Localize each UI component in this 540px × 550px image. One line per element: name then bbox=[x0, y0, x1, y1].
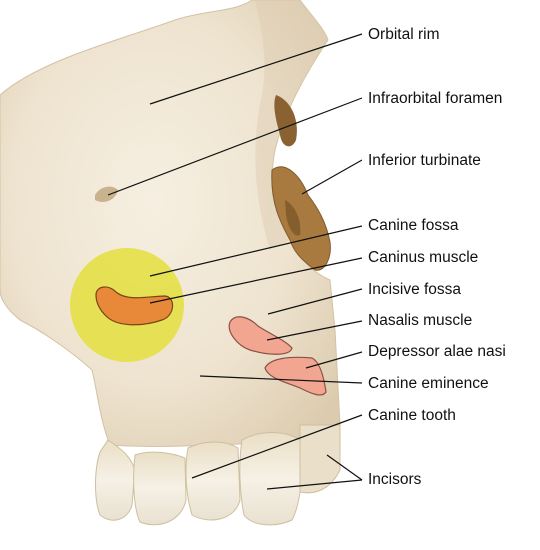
nasalis-muscle-shape bbox=[228, 316, 293, 355]
leader-lines bbox=[107, 33, 363, 490]
leader-canine-eminence bbox=[199, 375, 363, 384]
label-incisors: Incisors bbox=[368, 471, 422, 488]
leader-incisors-lower bbox=[266, 479, 363, 490]
label-canine-fossa: Canine fossa bbox=[368, 217, 459, 234]
leader-incisors-upper bbox=[326, 454, 363, 481]
leader-depressor-alae-nasi bbox=[305, 351, 363, 369]
tooth-incisor-lateral bbox=[185, 441, 241, 521]
label-canine-tooth: Canine tooth bbox=[368, 407, 456, 424]
bone-shading bbox=[255, 0, 328, 250]
leader-caninus-muscle bbox=[149, 257, 363, 304]
leader-incisive-fossa bbox=[267, 288, 363, 315]
tooth-premolar bbox=[133, 451, 187, 526]
infraorbital-foramen-hole bbox=[95, 186, 118, 202]
label-orbital-rim: Orbital rim bbox=[368, 26, 440, 43]
label-canine-eminence: Canine eminence bbox=[368, 375, 489, 392]
label-depressor-alae-nasi: Depressor alae nasi bbox=[368, 343, 506, 360]
tooth-back bbox=[299, 424, 341, 494]
label-inferior-turbinate: Inferior turbinate bbox=[368, 152, 481, 169]
tooth-canine bbox=[95, 439, 136, 521]
turbinate-detail bbox=[274, 95, 297, 147]
leader-inferior-turbinate bbox=[301, 159, 363, 195]
leader-orbital-rim bbox=[149, 33, 363, 105]
leader-canine-tooth bbox=[191, 414, 363, 479]
label-caninus-muscle: Caninus muscle bbox=[368, 249, 479, 266]
label-incisive-fossa: Incisive fossa bbox=[368, 281, 462, 298]
caninus-muscle-shape bbox=[95, 286, 174, 326]
leader-canine-fossa bbox=[149, 225, 363, 277]
leader-infraorbital-foramen bbox=[107, 97, 363, 196]
label-infraorbital-foramen: Infraorbital foramen bbox=[368, 90, 503, 107]
tooth-incisor-central bbox=[239, 432, 303, 526]
turbinate-cavity bbox=[285, 200, 301, 236]
teeth bbox=[95, 424, 341, 526]
label-nasalis-muscle: Nasalis muscle bbox=[368, 312, 473, 329]
leader-nasalis-muscle bbox=[266, 320, 363, 341]
